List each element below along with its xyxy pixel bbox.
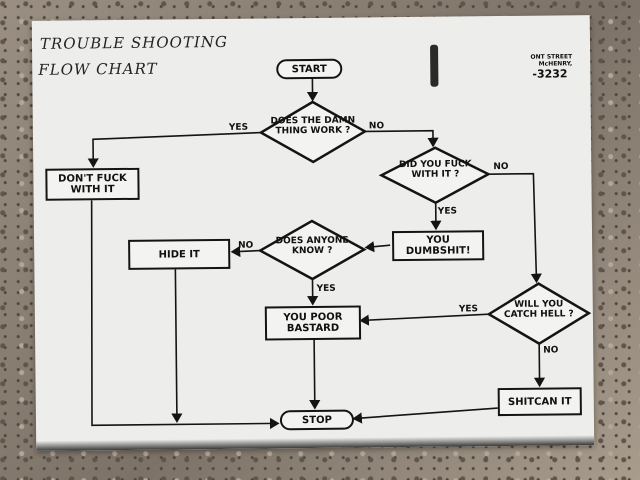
- poor-bastard-box: YOU POOR BASTARD: [265, 306, 361, 341]
- corner-text: ONT STREET McHENRY,: [512, 53, 572, 68]
- decision-did-you-touch: DID YOU FUCK WITH IT ?: [393, 159, 477, 180]
- decision-does-anyone-know: DOES ANYONE KNOW ?: [268, 236, 356, 257]
- shitcan-box: SHITCAN IT: [498, 387, 582, 416]
- hide-it-box: HIDE IT: [128, 239, 230, 270]
- handwritten-title-line1: TROUBLE SHOOTING: [40, 33, 228, 53]
- start-terminal: START: [276, 59, 342, 80]
- flowchart-paper: TROUBLE SHOOTING FLOW CHART ONT STREET M…: [32, 15, 594, 451]
- label-know-yes: YES: [317, 284, 336, 294]
- handwritten-title-line2: FLOW CHART: [38, 60, 157, 79]
- decision-does-it-work: DOES THE DAMN THING WORK ?: [257, 115, 369, 136]
- label-catch-no: NO: [543, 345, 558, 355]
- label-know-no: NO: [238, 241, 253, 251]
- label-work-yes: YES: [229, 123, 248, 133]
- tape-mark: [430, 45, 438, 87]
- dont-touch-box: DON'T FUCK WITH IT: [45, 168, 139, 201]
- dumbshit-box: YOU DUMBSHIT!: [392, 230, 484, 261]
- label-touched-no: NO: [493, 162, 508, 172]
- corner-number: -3232: [532, 67, 567, 80]
- decision-catch-hell: WILL YOU CATCH HELL ?: [501, 299, 577, 320]
- stop-terminal: STOP: [280, 410, 354, 431]
- label-work-no: NO: [369, 121, 384, 131]
- label-catch-yes: YES: [459, 304, 478, 314]
- flowchart-connectors: [32, 15, 594, 451]
- label-touched-yes: YES: [438, 206, 457, 216]
